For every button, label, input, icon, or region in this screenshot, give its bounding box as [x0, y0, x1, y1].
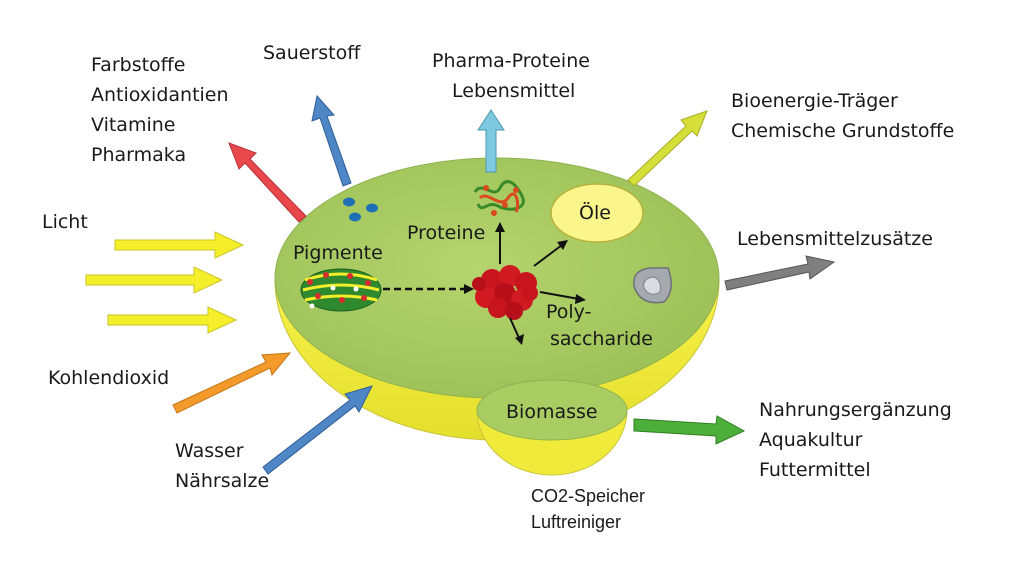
- licht-arrows: [85, 231, 245, 334]
- oil-droplet: [550, 183, 644, 243]
- pigment-dot: [366, 203, 378, 213]
- label-co2-speicher: CO2-Speicher: [531, 486, 646, 506]
- label-poly: Poly-: [546, 301, 592, 323]
- label-aquakultur: Aquakultur: [759, 429, 863, 451]
- label-naehrsalze: Nährsalze: [175, 470, 270, 492]
- pathway-arrowhead: [464, 284, 474, 294]
- label-futtermittel: Futtermittel: [759, 459, 871, 481]
- label-lebensmittelzusaetze: Lebensmittelzusätze: [737, 228, 933, 250]
- label-sauerstoff: Sauerstoff: [263, 42, 361, 64]
- label-oele: Öle: [579, 202, 611, 224]
- label-wasser: Wasser: [175, 440, 244, 462]
- pigment-dot: [349, 212, 361, 222]
- arrow-down: [515, 334, 524, 345]
- label-pigmente: Pigmente: [293, 242, 383, 264]
- label-antioxidantien: Antioxidantien: [91, 84, 229, 106]
- arrow-pharma-proteine: [477, 109, 505, 173]
- biomass-top: [476, 379, 628, 441]
- protein-cluster-icon: [472, 265, 538, 320]
- label-bioenergie: Bioenergie-Träger: [731, 90, 898, 112]
- label-lebensmittel: Lebensmittel: [452, 80, 576, 102]
- label-proteine: Proteine: [407, 222, 486, 244]
- arrow-kohlendioxid: [172, 352, 292, 414]
- arrow-to-proteine: [495, 222, 505, 232]
- label-luftreiniger: Luftreiniger: [531, 512, 622, 532]
- arrow-nahrung: [633, 415, 746, 445]
- arrow-bioenergie: [627, 110, 708, 187]
- arrow-to-polysaccharide: [575, 294, 586, 304]
- label-saccharide: saccharide: [550, 328, 653, 350]
- label-kohlendioxid: Kohlendioxid: [48, 367, 170, 389]
- label-vitamine: Vitamine: [91, 114, 176, 136]
- arrow-sauerstoff: [311, 94, 352, 187]
- label-pharmaka: Pharmaka: [91, 144, 187, 166]
- label-farbstoffe: Farbstoffe: [91, 54, 186, 76]
- label-nahrungsergaenzung: Nahrungsergänzung: [759, 399, 952, 421]
- label-pharma-proteine: Pharma-Proteine: [432, 50, 590, 72]
- starch-granule-icon: [633, 267, 672, 304]
- pigment-dot: [343, 197, 355, 207]
- arrow-lebensmittelzusaetze: [724, 255, 836, 291]
- label-chemische: Chemische Grundstoffe: [731, 120, 955, 142]
- label-licht: Licht: [42, 211, 88, 233]
- arrow-wasser: [262, 385, 373, 475]
- arrow-to-oele: [557, 240, 568, 250]
- arrow-farbstoffe: [228, 142, 307, 223]
- protein-molecule-icon: [473, 180, 525, 216]
- label-biomasse: Biomasse: [506, 401, 598, 423]
- chloroplast-icon: [300, 268, 382, 312]
